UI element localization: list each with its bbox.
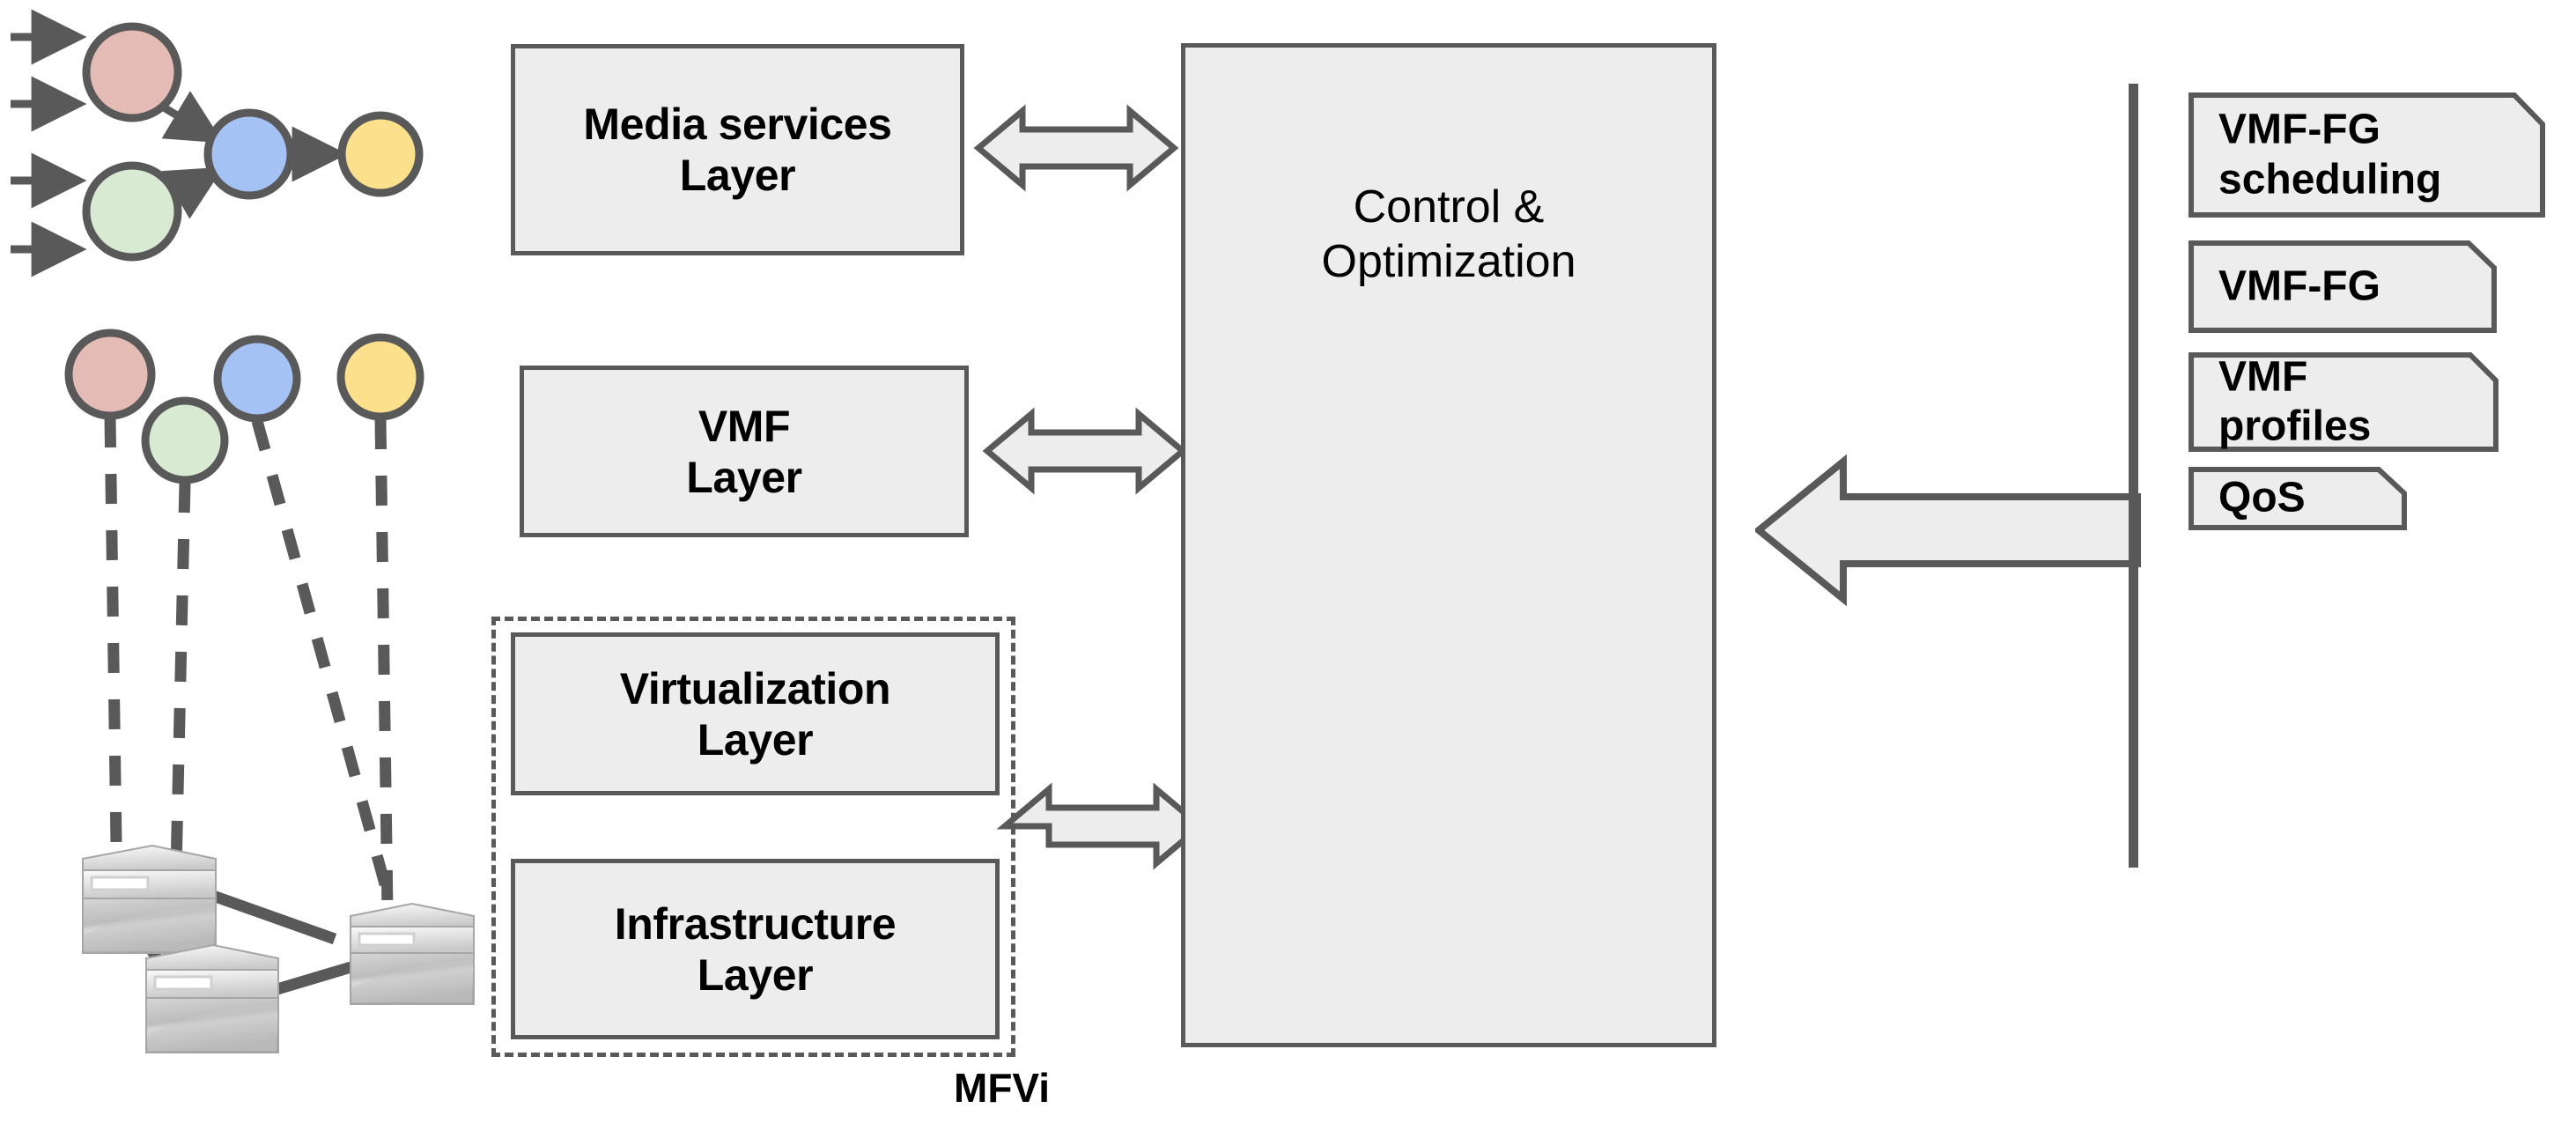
node-blue-top bbox=[203, 108, 295, 200]
service-graph-inputs bbox=[11, 9, 87, 277]
policy-group-bar bbox=[2129, 84, 2138, 868]
control-optimization-box[interactable]: Control & Optimization bbox=[1181, 43, 1716, 1047]
node-green-top bbox=[82, 161, 182, 262]
layer-box-infrastructure[interactable]: Infrastructure Layer bbox=[511, 859, 1000, 1039]
node-yellow-top bbox=[337, 111, 424, 197]
node-yellow-map bbox=[336, 333, 424, 421]
note-vmf-profiles[interactable]: VMF profiles bbox=[2188, 352, 2498, 452]
layer-label-line1: Media services bbox=[583, 100, 892, 149]
server-icon-1 bbox=[82, 844, 217, 954]
control-label-line2: Optimization bbox=[1321, 236, 1576, 288]
note-vmf-fg-scheduling[interactable]: VMF-FG scheduling bbox=[2188, 92, 2545, 218]
note-label: VMF-FG bbox=[2218, 262, 2380, 310]
arrow-policies-to-control[interactable] bbox=[1755, 454, 2141, 607]
control-optimization-label: Control & Optimization bbox=[1185, 180, 1712, 290]
node-red-top bbox=[82, 22, 182, 122]
layer-label-line1: Infrastructure bbox=[614, 898, 897, 949]
note-label: VMF profiles bbox=[2218, 352, 2372, 450]
control-label-line1: Control & bbox=[1353, 181, 1545, 233]
mfvi-boundary bbox=[491, 617, 1015, 1057]
double-arrow-media-services[interactable] bbox=[973, 104, 1179, 192]
layer-label-line1: VMF bbox=[698, 401, 791, 451]
big-left-arrow-wrap bbox=[1755, 454, 2141, 607]
mapping-dashed-links bbox=[104, 417, 400, 948]
note-label: VMF-FG scheduling bbox=[2218, 106, 2442, 203]
layer-label-line1: Virtualization bbox=[619, 663, 891, 713]
mfvi-label: MFVi bbox=[954, 1065, 1051, 1111]
note-qos[interactable]: QoS bbox=[2188, 467, 2407, 530]
double-arrow-vmf[interactable] bbox=[982, 407, 1188, 495]
layer-label-line2: Layer bbox=[697, 950, 814, 1000]
node-red-map bbox=[64, 329, 156, 420]
layer-box-media-services[interactable]: Media services Layer bbox=[511, 44, 964, 255]
node-green-map bbox=[141, 396, 229, 484]
note-vmf-fg[interactable]: VMF-FG bbox=[2188, 240, 2497, 333]
double-arrows bbox=[973, 104, 1206, 870]
layer-label-line2: Layer bbox=[686, 452, 802, 502]
layer-box-vmf[interactable]: VMF Layer bbox=[520, 366, 969, 537]
server-icon-2 bbox=[145, 943, 279, 1053]
note-label: QoS bbox=[2218, 474, 2306, 521]
layer-label-line2: Layer bbox=[679, 151, 796, 200]
layer-label-line2: Layer bbox=[697, 714, 814, 765]
layer-box-virtualization[interactable]: Virtualization Layer bbox=[511, 632, 1000, 795]
mapping-nodes bbox=[64, 329, 424, 484]
node-blue-map bbox=[213, 335, 301, 423]
server-icon-3 bbox=[350, 902, 475, 1005]
double-arrow-mfvi[interactable] bbox=[996, 782, 1206, 870]
service-graph-nodes bbox=[82, 22, 424, 262]
left-graphics bbox=[11, 9, 475, 1053]
